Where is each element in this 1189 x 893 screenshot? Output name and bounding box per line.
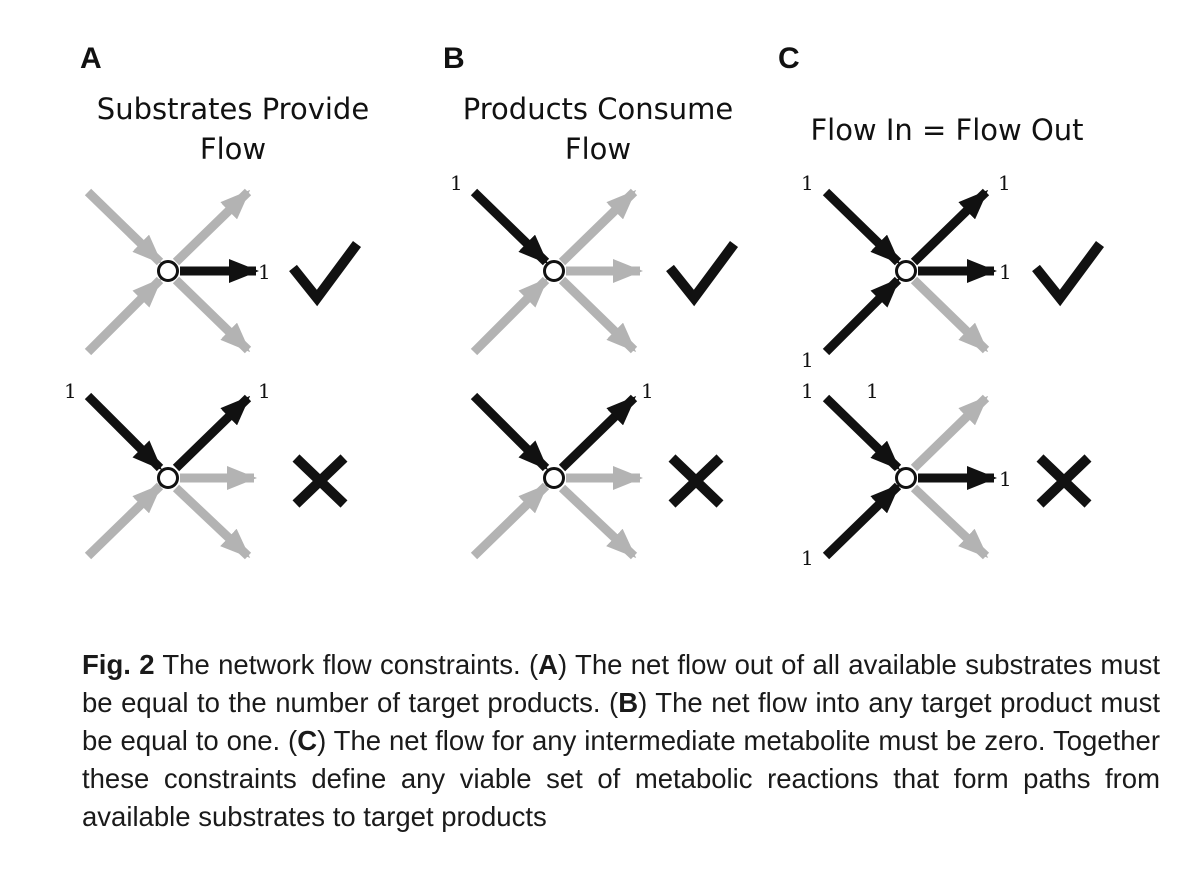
metabolite-node	[157, 467, 179, 489]
panel-b-title-line-2: Flow	[565, 132, 631, 166]
caption-fig-label: Fig. 2	[82, 648, 155, 680]
check-icon	[289, 241, 362, 307]
arrow-out-down	[910, 484, 990, 560]
check-icon	[1032, 241, 1105, 307]
arrow-out-down	[172, 276, 252, 354]
panel-c-row-2-diagram	[822, 394, 997, 560]
arrow-out-up	[172, 188, 252, 266]
panel-b-row-1-diagram	[470, 188, 643, 356]
panel-b-title-line-1: Products Consume	[463, 92, 733, 126]
metabolite-node	[157, 260, 179, 282]
flow-label: 1	[450, 171, 463, 195]
flow-label: 1	[258, 260, 271, 284]
arrow-in-top	[84, 392, 164, 472]
caption-text-3: ) The net flow into any target product m…	[82, 686, 1160, 756]
arrow-out-down	[172, 484, 252, 560]
panel-c-letter: C	[778, 42, 800, 75]
flow-label: 1	[866, 379, 879, 403]
arrow-in-bottom	[84, 482, 164, 560]
arrow-out-up	[910, 188, 990, 266]
panel-b-row-2-diagram	[470, 392, 643, 560]
arrow-out-up	[172, 394, 252, 472]
panel-a-row-1-diagram	[84, 188, 259, 356]
arrow-in-top	[822, 394, 902, 472]
flow-label: 1	[999, 260, 1012, 284]
check-icon	[666, 241, 739, 307]
arrow-out-down	[558, 276, 638, 354]
panel-c-row-1-diagram	[822, 188, 997, 356]
metabolite-node	[895, 467, 917, 489]
panel-a-row-2-diagram	[84, 392, 257, 560]
panel-a-letter: A	[80, 42, 102, 75]
figure-caption: Fig. 2 The network flow constraints. (A)…	[82, 646, 1160, 836]
flow-label: 1	[258, 379, 271, 403]
caption-text-2: ) The net flow out of all available subs…	[82, 648, 1161, 718]
metabolite-node	[543, 467, 565, 489]
cross-icon	[1036, 454, 1092, 508]
arrow-in-top	[470, 188, 550, 266]
flow-label: 1	[641, 379, 654, 403]
arrow-out-up	[910, 394, 990, 472]
network-flow-figure: A Substrates Provide Flow 1 1 1 B Produc…	[64, 42, 1105, 570]
flow-label: 1	[801, 379, 814, 403]
arrow-in-top	[84, 188, 164, 266]
cross-icon	[292, 454, 348, 508]
caption-ref-b: B	[618, 686, 639, 718]
caption-text-1: The network flow constraints. (	[154, 648, 539, 680]
panel-b-letter: B	[443, 42, 465, 75]
flow-label: 1	[64, 379, 77, 403]
metabolite-node	[543, 260, 565, 282]
arrow-out-down	[558, 484, 638, 560]
flow-label: 1	[999, 467, 1012, 491]
flow-label: 1	[801, 546, 814, 570]
arrow-in-bottom	[470, 276, 550, 356]
flow-label: 1	[801, 348, 814, 372]
arrow-out-up	[558, 188, 638, 266]
cross-icon	[668, 454, 724, 508]
caption-ref-c: C	[297, 724, 318, 756]
flow-label: 1	[801, 171, 814, 195]
flow-label: 1	[998, 171, 1011, 195]
arrow-in-top	[470, 392, 550, 472]
caption-ref-a: A	[538, 648, 559, 680]
panel-a-title-line-2: Flow	[200, 132, 266, 166]
metabolite-node	[895, 260, 917, 282]
arrow-in-bottom	[822, 276, 902, 356]
arrow-in-bottom	[84, 276, 164, 356]
caption-text-4: ) The net flow for any intermediate meta…	[82, 724, 1160, 832]
arrow-out-up	[558, 394, 638, 472]
panel-c-title: Flow In = Flow Out	[810, 113, 1083, 147]
arrow-out-down	[910, 276, 990, 354]
arrow-in-bottom	[822, 482, 902, 560]
arrow-in-top	[822, 188, 902, 266]
panel-a-title-line-1: Substrates Provide	[97, 92, 369, 126]
arrow-in-bottom	[470, 482, 550, 560]
